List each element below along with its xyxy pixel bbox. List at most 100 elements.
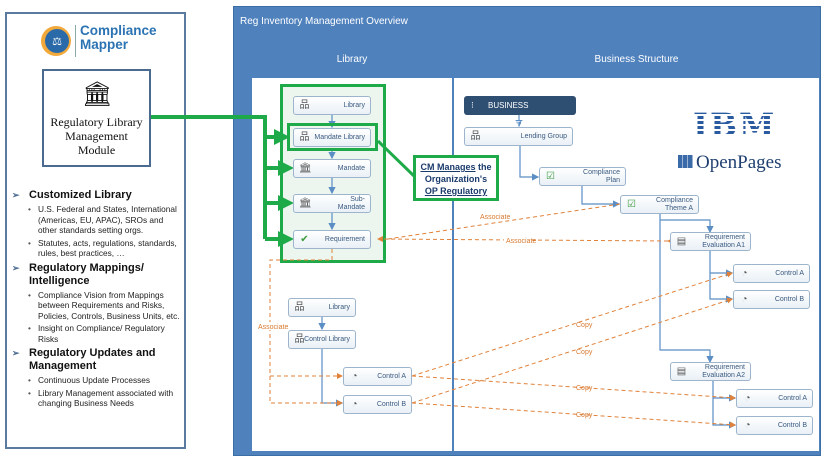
hierarchy-icon: 品	[294, 302, 305, 313]
section-item: U.S. Federal and States, International (…	[12, 204, 184, 236]
mandate-library-highlight	[287, 123, 378, 151]
callout-line-3: OP Regulatory	[424, 186, 488, 196]
regulatory-library-module-box[interactable]: 🏛 Regulatory Library Management Module	[42, 69, 151, 167]
ibm-logo: IBM	[693, 106, 777, 144]
sub-mandate-node[interactable]: 🏛 Sub-Mandate	[293, 194, 371, 213]
compliance-plan-node[interactable]: ☑ Compliance Plan	[539, 167, 626, 186]
node-label: Sub-Mandate	[337, 196, 365, 211]
node-label: Lending Group	[520, 133, 567, 140]
control-library-root-node[interactable]: 品 Library	[288, 298, 356, 317]
node-label: Mandate	[337, 165, 365, 172]
callout-line-2: Organization's	[424, 174, 488, 184]
mandate-library-node[interactable]: 品 Mandate Library	[293, 128, 371, 147]
callout-text: the	[475, 162, 492, 172]
association-arrows	[269, 203, 736, 428]
logo-text: Compliance Mapper	[80, 24, 157, 52]
logo-line-2: Mapper	[80, 37, 129, 52]
node-label: Control B	[774, 296, 804, 303]
associate-label: Associate	[480, 214, 510, 221]
logo-divider	[75, 25, 76, 57]
node-label: Control A	[377, 373, 406, 380]
lending-group-node[interactable]: 品 Lending Group	[464, 127, 573, 146]
node-label: Compliance Plan	[583, 169, 620, 184]
section-item: Statutes, acts, regulations, standards, …	[12, 238, 184, 259]
control-a-node[interactable]: ◔ Control A	[733, 264, 810, 283]
control-a-node[interactable]: ◔ Control A	[343, 367, 412, 386]
module-line-1: Regulatory Library	[50, 115, 143, 129]
logo-line-1: Compliance	[80, 23, 157, 38]
gauge-icon: ◔	[744, 393, 751, 404]
node-label: Library	[328, 304, 350, 311]
checklist-icon: ☑	[546, 171, 555, 182]
section-item: Library Management associated with chang…	[12, 388, 184, 409]
control-b-node[interactable]: ◔ Control B	[343, 395, 412, 414]
bank-building-icon: 🏛	[82, 82, 113, 108]
section-heading: Regulatory Updates and Management	[12, 347, 184, 373]
svg-text:⚖: ⚖	[52, 35, 62, 48]
edge-labels: Associate Associate Associate Copy Copy …	[256, 212, 593, 419]
control-b-node[interactable]: ◔ Control B	[733, 290, 810, 309]
node-label: Control A	[778, 395, 807, 402]
cm-manages-callout: CM Manages the Organization's OP Regulat…	[413, 155, 499, 201]
gauge-icon: ◔	[744, 420, 751, 431]
node-label: Requirement Evaluation A2	[702, 364, 745, 379]
document-icon: ▤	[676, 236, 687, 247]
column-header-business-structure: Business Structure	[454, 42, 819, 78]
node-label: BUSINESS STRUCTURE	[488, 101, 538, 129]
green-management-arrows	[151, 115, 416, 247]
hierarchy-icon: 品	[299, 132, 310, 143]
node-label: Requirement Evaluation A1	[702, 234, 745, 249]
callout-emphasis: CM Manages	[420, 162, 476, 172]
associate-label: Associate	[506, 238, 536, 245]
compliance-theme-a-node[interactable]: ☑ Compliance Theme A	[620, 195, 699, 214]
gauge-icon: ◔	[741, 294, 748, 305]
module-line-3: Module	[77, 143, 116, 157]
requirement-node[interactable]: ✔ Requirement	[293, 230, 371, 249]
diagram-title: Reg Inventory Management Overview	[240, 16, 408, 27]
column-divider	[452, 42, 454, 452]
bank-building-icon: 🏛	[299, 198, 312, 209]
node-label: Control B	[376, 401, 406, 408]
copy-label: Copy	[576, 385, 593, 392]
hierarchy-icon: 品	[294, 334, 305, 345]
hierarchy-icon: 品	[470, 131, 481, 142]
gauge-icon: ◔	[351, 399, 358, 410]
checklist-icon: ☑	[627, 199, 636, 210]
library-node[interactable]: 品 Library	[293, 96, 371, 115]
column-header-library: Library	[252, 42, 452, 78]
node-label: Control A	[775, 270, 804, 277]
hierarchy-icon: 品	[299, 100, 310, 111]
node-label: Mandate Library	[314, 134, 365, 141]
mandate-node[interactable]: 🏛 Mandate	[293, 159, 371, 178]
copy-label: Copy	[576, 349, 593, 356]
node-label: Requirement	[324, 236, 365, 243]
node-label: Library	[343, 102, 365, 109]
module-line-2: Management	[65, 129, 128, 143]
business-structure-header-node[interactable]: ⁝ BUSINESS STRUCTURE	[464, 96, 576, 129]
compliance-mapper-logo-icon: ⚖	[41, 26, 71, 56]
section-heading: Customized Library	[12, 189, 184, 202]
section-item: Insight on Compliance/ Regulatory Risks	[12, 323, 184, 344]
copy-label: Copy	[576, 322, 593, 329]
gauge-icon: ◔	[351, 371, 358, 382]
section-item: Continuous Update Processes	[12, 375, 184, 386]
requirement-evaluation-a2-node[interactable]: ▤ Requirement Evaluation A2	[670, 362, 751, 381]
section-item: Compliance Vision from Mappings between …	[12, 290, 184, 322]
checkmark-icon: ✔	[300, 234, 309, 245]
node-label: Control B	[777, 422, 807, 429]
control-a-node[interactable]: ◔ Control A	[736, 389, 813, 408]
feature-list: Customized Library U.S. Federal and Stat…	[12, 186, 184, 409]
gauge-icon: ◔	[741, 268, 748, 279]
document-icon: ▤	[676, 366, 687, 377]
section-heading: Regulatory Mappings/ Intelligence	[12, 262, 184, 288]
copy-label: Copy	[576, 412, 593, 419]
openpages-logo: OpenPages	[696, 152, 782, 173]
control-b-node[interactable]: ◔ Control B	[736, 416, 813, 435]
requirement-evaluation-a1-node[interactable]: ▤ Requirement Evaluation A1	[670, 232, 751, 251]
associate-label: Associate	[258, 324, 288, 331]
node-label: Compliance Theme A	[656, 197, 693, 212]
bank-building-icon: 🏛	[299, 163, 312, 174]
org-chart-icon: ⁝	[471, 100, 474, 110]
